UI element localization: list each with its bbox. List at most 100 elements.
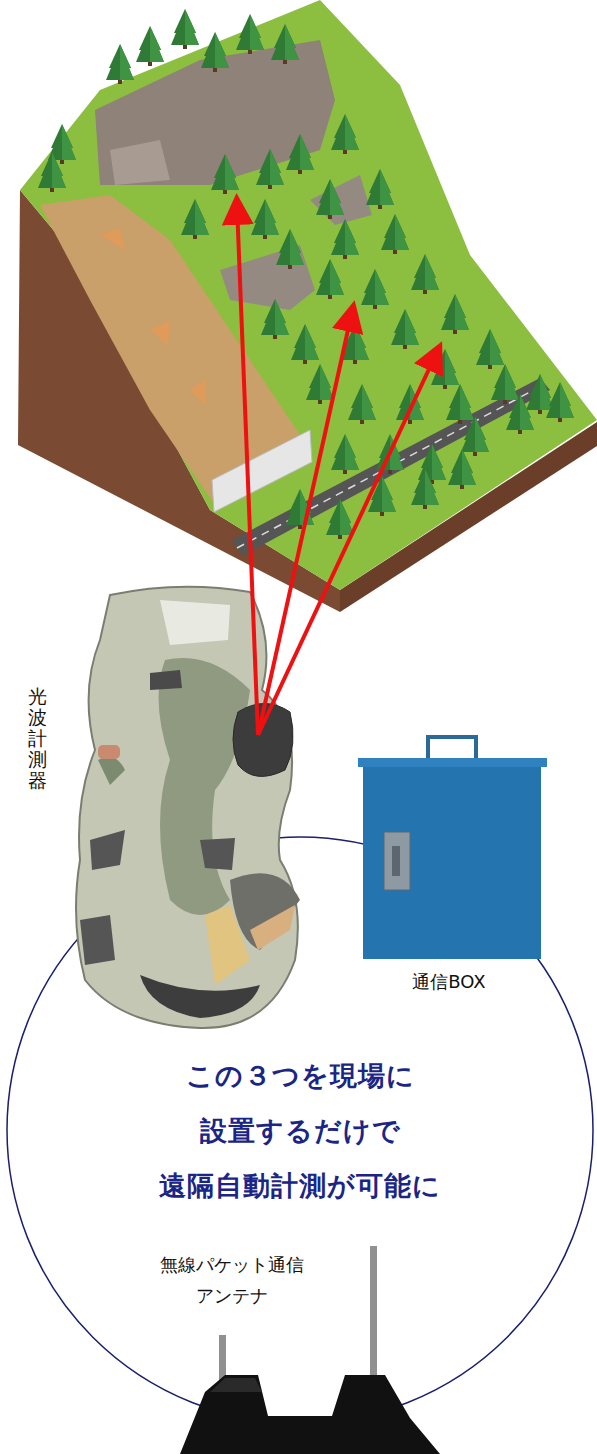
- tree-crown-light: [320, 364, 331, 388]
- tree-crown: [51, 124, 73, 148]
- instrument-body: [76, 587, 298, 1028]
- tree-crown: [414, 469, 436, 493]
- tree: [448, 449, 476, 489]
- tree-crown-light: [250, 14, 261, 38]
- tree-crown: [334, 219, 356, 243]
- tree: [106, 44, 134, 84]
- road: [232, 378, 550, 556]
- box-handle: [428, 737, 476, 760]
- patch: [98, 745, 120, 759]
- tree-crown: [139, 26, 161, 50]
- tree-crown: [451, 449, 473, 473]
- tree-crown-light: [270, 149, 281, 173]
- patch: [140, 975, 260, 1018]
- tree-group: [38, 9, 574, 539]
- antenna-base: [210, 1378, 262, 1392]
- tree-crown: [174, 9, 196, 33]
- tree-crown-light: [275, 299, 286, 323]
- tree-crown-light: [455, 294, 466, 318]
- tree-crown-light: [285, 24, 296, 48]
- tree: [271, 24, 299, 64]
- box-lid: [358, 758, 547, 767]
- communication-box: [358, 737, 547, 959]
- tree-crown-light: [445, 349, 456, 373]
- tree-crown-light: [375, 269, 386, 293]
- tree: [331, 114, 359, 154]
- tree-crown-light: [120, 44, 131, 68]
- tree-crown: [529, 374, 551, 398]
- tree-crown: [334, 114, 356, 138]
- tree-crown-light: [362, 384, 373, 408]
- tree-crown-light: [460, 384, 471, 408]
- tree-crown-light: [225, 154, 236, 178]
- tree-crown-light: [185, 9, 196, 33]
- tree-crown: [334, 434, 356, 458]
- tree-crown-light: [305, 324, 316, 348]
- tree-crown: [494, 364, 516, 388]
- tree: [201, 32, 229, 72]
- tree: [261, 299, 289, 339]
- part-label: 光波計測器: [28, 686, 47, 790]
- tree-crown: [369, 169, 391, 193]
- tree: [38, 152, 66, 192]
- laser-arrow: [258, 352, 437, 735]
- tree-crown-light: [425, 469, 436, 493]
- tree: [366, 169, 394, 209]
- tree-crown-light: [405, 309, 416, 333]
- tree: [306, 364, 334, 404]
- measurement-arrows: [237, 205, 437, 735]
- laser-arrow: [258, 312, 352, 735]
- tree-crown-light: [215, 32, 226, 56]
- patch: [250, 905, 295, 950]
- tree-crown-light: [290, 229, 301, 253]
- tree-crown: [509, 394, 531, 418]
- tree-crown-light: [150, 26, 161, 50]
- box-body: [363, 767, 541, 959]
- tree: [526, 374, 554, 414]
- tree-crown: [319, 179, 341, 203]
- tree-crown-light: [520, 394, 531, 418]
- tree-crown: [41, 152, 63, 176]
- tree-crown: [274, 24, 296, 48]
- tree-crown-light: [490, 329, 501, 353]
- tree: [331, 219, 359, 259]
- tree-crown-light: [475, 416, 486, 440]
- box-latch: [384, 832, 410, 890]
- tree-crown: [109, 44, 131, 68]
- tree-crown-light: [345, 434, 356, 458]
- tree: [276, 229, 304, 269]
- tree-crown-light: [380, 169, 391, 193]
- tree-crown: [384, 214, 406, 238]
- tree: [491, 364, 519, 404]
- tree: [316, 179, 344, 219]
- tree-crown: [329, 499, 351, 523]
- tree-crown-light: [330, 179, 341, 203]
- patch: [205, 905, 250, 985]
- tree: [411, 469, 439, 509]
- tree-crown-light: [52, 152, 63, 176]
- tree: [331, 434, 359, 474]
- tree-crown: [394, 309, 416, 333]
- tree-crown: [264, 299, 286, 323]
- antenna-pole: [370, 1246, 377, 1381]
- antenna: [180, 1246, 440, 1454]
- tree-crown: [279, 229, 301, 253]
- antenna-base: [180, 1375, 440, 1454]
- tree-crown-light: [265, 199, 276, 223]
- boulder: [310, 175, 372, 225]
- tree-crown-light: [340, 499, 351, 523]
- tree-crown: [214, 154, 236, 178]
- part-label: 無線パケット通信 アンテナ: [142, 1250, 322, 1311]
- tree: [368, 476, 396, 516]
- tree: [506, 394, 534, 434]
- tree: [381, 214, 409, 254]
- circle-outline-shape: [7, 837, 593, 1423]
- debris: [100, 228, 125, 250]
- tree: [181, 199, 209, 239]
- patch: [160, 600, 230, 645]
- tree: [136, 26, 164, 66]
- tree-crown: [309, 364, 331, 388]
- debris: [190, 380, 205, 405]
- circle-message: この３つを現場に 設置するだけで 遠隔自動計測が可能に: [135, 1048, 465, 1213]
- debris: [150, 320, 170, 345]
